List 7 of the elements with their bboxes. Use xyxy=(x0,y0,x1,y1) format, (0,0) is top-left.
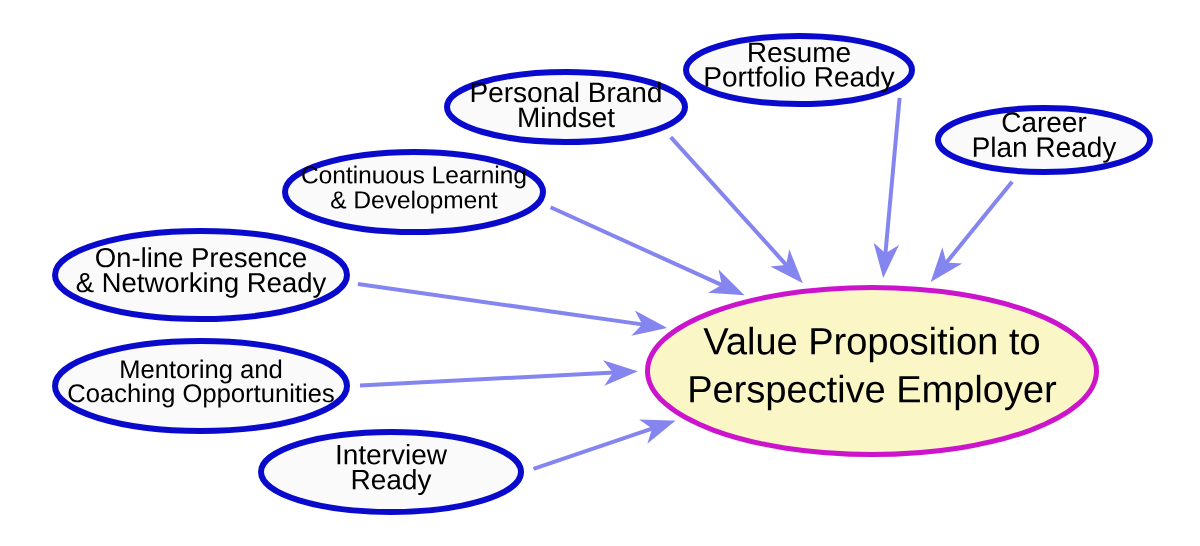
ellipse-node: Continuous Learning & Development xyxy=(282,149,546,235)
ellipse-node: Personal Brand Mindset xyxy=(444,69,688,145)
ellipse-node: Interview Ready xyxy=(258,429,524,515)
ellipse-node: Mentoring and Coaching Opportunities xyxy=(52,338,350,434)
ellipse-node: Resume Portfolio Ready xyxy=(683,33,915,107)
ellipse-node: On-line Presence & Networking Ready xyxy=(52,228,350,322)
ellipse-node: Career Plan Ready xyxy=(935,105,1153,175)
